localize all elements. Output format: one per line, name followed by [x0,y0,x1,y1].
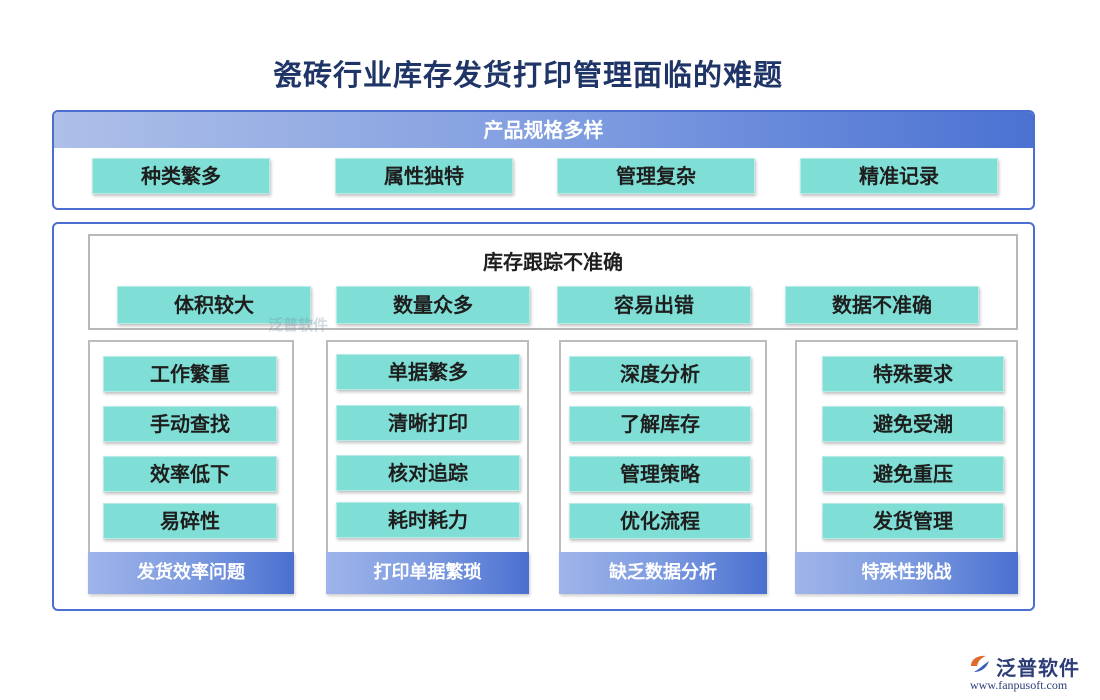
column-item: 管理策略 [569,456,751,492]
column-item: 易碎性 [103,503,277,539]
column-item: 耗时耗力 [336,502,520,538]
tracking-box: 库存跟踪不准确 体积较大 数量众多 容易出错 数据不准确 泛普软件 [88,234,1018,334]
product-item-management: 管理复杂 [557,158,755,194]
product-spec-section: 产品规格多样 种类繁多 属性独特 管理复杂 精准记录 [52,110,1035,210]
column-item: 单据繁多 [336,354,520,390]
watermark: 泛普软件 [268,316,329,334]
column-data-analysis: 深度分析 了解库存 管理策略 优化流程 缺乏数据分析 [559,340,767,594]
logo-name: 泛普软件 [996,656,1080,680]
brand-logo: 泛普软件 www.fanpusoft.com [968,652,1092,694]
product-item-variety: 种类繁多 [92,158,270,194]
column-item: 优化流程 [569,503,751,539]
tracking-item-inaccurate: 数据不准确 [785,286,979,324]
page-title: 瓷砖行业库存发货打印管理面临的难题 [272,58,783,92]
column-footer: 特殊性挑战 [795,552,1018,594]
logo-url: www.fanpusoft.com [970,678,1068,692]
column-item: 避免受潮 [822,406,1004,442]
column-item: 手动查找 [103,406,277,442]
product-item-records: 精准记录 [800,158,998,194]
column-shipping-efficiency: 工作繁重 手动查找 效率低下 易碎性 发货效率问题 [88,340,294,594]
main-section: 库存跟踪不准确 体积较大 数量众多 容易出错 数据不准确 泛普软件 工作繁重 手… [52,222,1035,611]
column-item: 效率低下 [103,456,277,492]
column-item: 避免重压 [822,456,1004,492]
fanpu-logo-icon [971,655,989,672]
product-item-attributes: 属性独特 [335,158,513,194]
tracking-item-quantity: 数量众多 [336,286,530,324]
column-item: 清晰打印 [336,405,520,441]
column-item: 发货管理 [822,503,1004,539]
column-footer: 缺乏数据分析 [559,552,767,594]
tracking-item-errors: 容易出错 [557,286,751,324]
column-item: 核对追踪 [336,455,520,491]
tracking-item-volume: 体积较大 [117,286,311,324]
column-item: 工作繁重 [103,356,277,392]
column-item: 特殊要求 [822,356,1004,392]
column-printing-documents: 单据繁多 清晰打印 核对追踪 耗时耗力 打印单据繁琐 [326,340,529,594]
tracking-title: 库存跟踪不准确 [483,250,623,274]
product-spec-header: 产品规格多样 [54,112,1033,148]
column-item: 了解库存 [569,406,751,442]
column-footer: 打印单据繁琐 [326,552,529,594]
column-special-challenges: 特殊要求 避免受潮 避免重压 发货管理 特殊性挑战 [795,340,1018,594]
column-footer: 发货效率问题 [88,552,294,594]
column-item: 深度分析 [569,356,751,392]
